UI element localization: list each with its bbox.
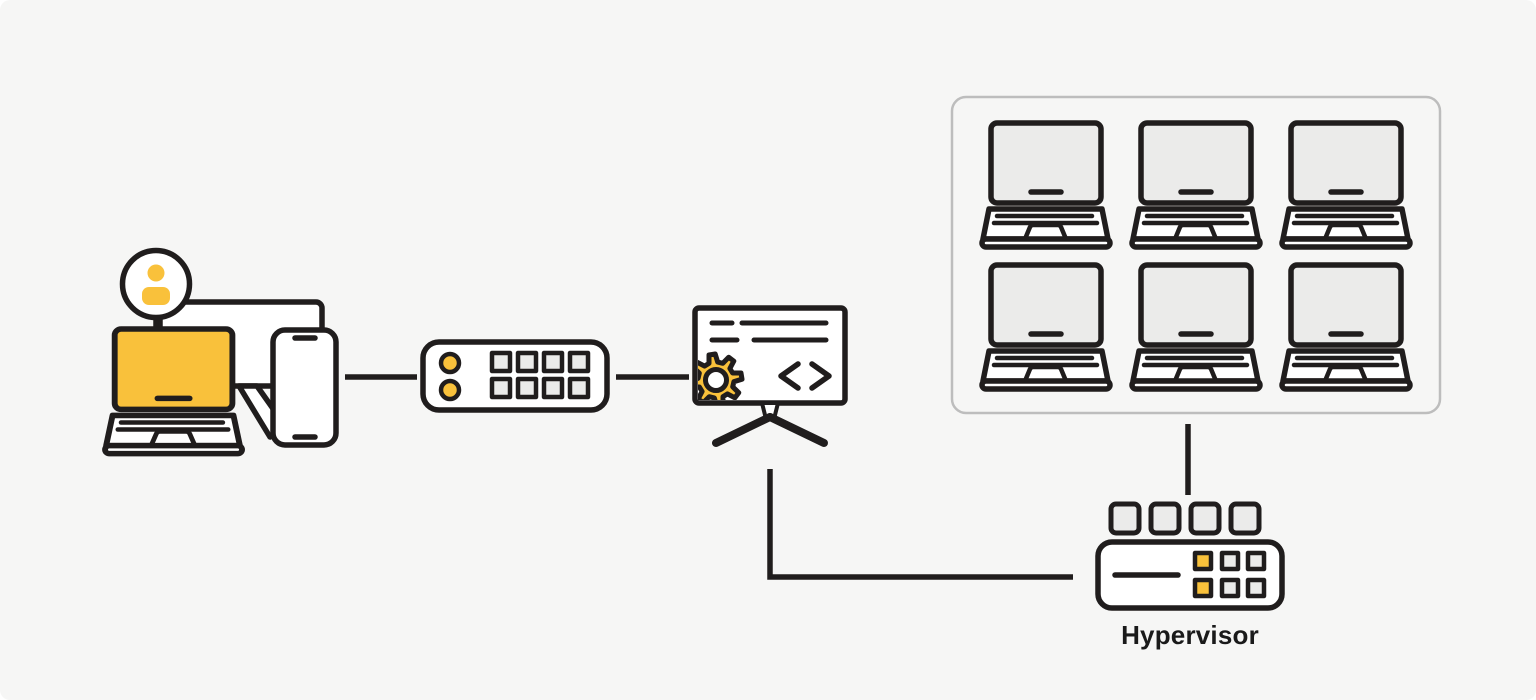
hypervisor-grid: [1192, 550, 1267, 599]
module-square: [1228, 501, 1262, 536]
code-brackets-icon: [778, 361, 832, 391]
gear-icon: [698, 351, 745, 400]
vm-laptop-icon: [982, 265, 1110, 389]
module-square: [1188, 501, 1222, 536]
grid-square-active: [1192, 577, 1214, 599]
smartphone-icon: [270, 327, 339, 448]
avatar-head: [147, 264, 165, 282]
monitor-stand: [712, 401, 828, 447]
gear-hub: [703, 367, 729, 393]
port-square: [515, 350, 539, 374]
vm-laptop-icon: [1282, 123, 1410, 247]
client-laptop-icon: [105, 329, 242, 454]
avatar-body: [142, 287, 170, 305]
grid-square-active: [1192, 550, 1214, 572]
hypervisor-label: Hypervisor: [1121, 620, 1259, 650]
code-monitor-icon: [692, 305, 848, 447]
port-square: [541, 376, 565, 400]
vm-laptop-icon: [1132, 123, 1260, 247]
port-square: [567, 350, 591, 374]
port-square: [541, 350, 565, 374]
grid-square: [1245, 577, 1267, 599]
module-square: [1148, 501, 1182, 536]
grid-square: [1219, 577, 1241, 599]
port-square: [567, 376, 591, 400]
vm-laptop-icon: [982, 123, 1110, 247]
user-avatar-icon: [119, 247, 193, 321]
port-square: [489, 376, 513, 400]
port-grid: [489, 350, 591, 400]
hypervisor-appliance-icon: [1095, 501, 1285, 611]
grid-square: [1219, 550, 1241, 572]
vm-grid: [982, 123, 1410, 389]
vm-group-container: [950, 95, 1442, 415]
port-square: [515, 376, 539, 400]
vm-group: [950, 95, 1442, 415]
port-square: [489, 350, 513, 374]
client-devices-group: [105, 247, 339, 454]
grid-square: [1245, 550, 1267, 572]
io-appliance-icon: [420, 339, 610, 413]
module-square: [1108, 501, 1142, 536]
monitor-text-lines: [709, 320, 829, 343]
led-light: [438, 378, 462, 402]
vm-laptop-icon: [1132, 265, 1260, 389]
connector-monitor-hypervisor: [767, 469, 1073, 580]
hypervisor-modules: [1108, 501, 1262, 536]
led-light: [438, 351, 462, 375]
vm-laptop-icon: [1282, 265, 1410, 389]
